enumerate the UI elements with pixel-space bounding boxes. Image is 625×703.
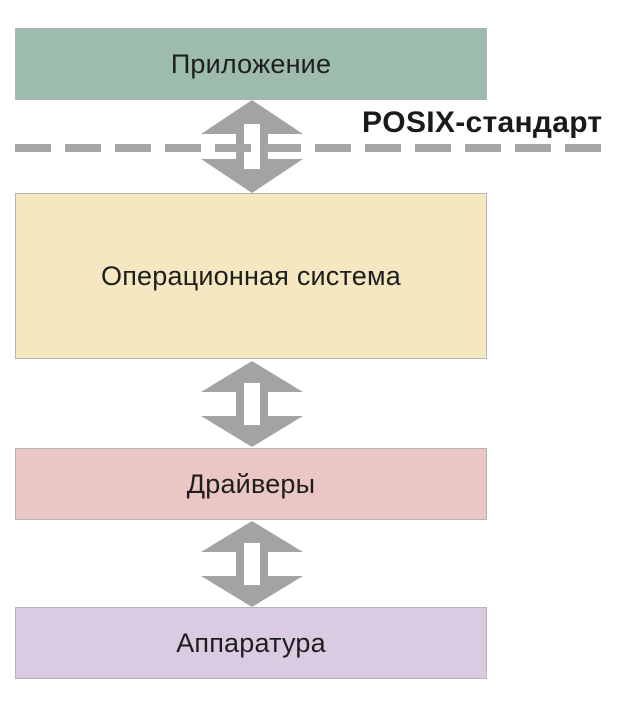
- layer-application-label: Приложение: [170, 48, 332, 79]
- layer-drivers: Драйверы: [15, 448, 487, 520]
- double-arrow-vertical-icon: [201, 521, 303, 607]
- layer-operating-system-label: Операционная система: [101, 260, 401, 291]
- layer-operating-system: Операционная система: [15, 193, 487, 359]
- layer-application: Приложение: [15, 28, 487, 100]
- layer-drivers-label: Драйверы: [186, 468, 316, 499]
- posix-boundary-label: POSIX-стандарт: [362, 106, 603, 139]
- layer-hardware-label: Аппаратура: [176, 627, 326, 658]
- posix-boundary-line: [15, 144, 605, 152]
- double-arrow-vertical-icon: [201, 100, 303, 193]
- double-arrow-vertical-icon: [201, 361, 303, 447]
- layer-hardware: Аппаратура: [15, 607, 487, 679]
